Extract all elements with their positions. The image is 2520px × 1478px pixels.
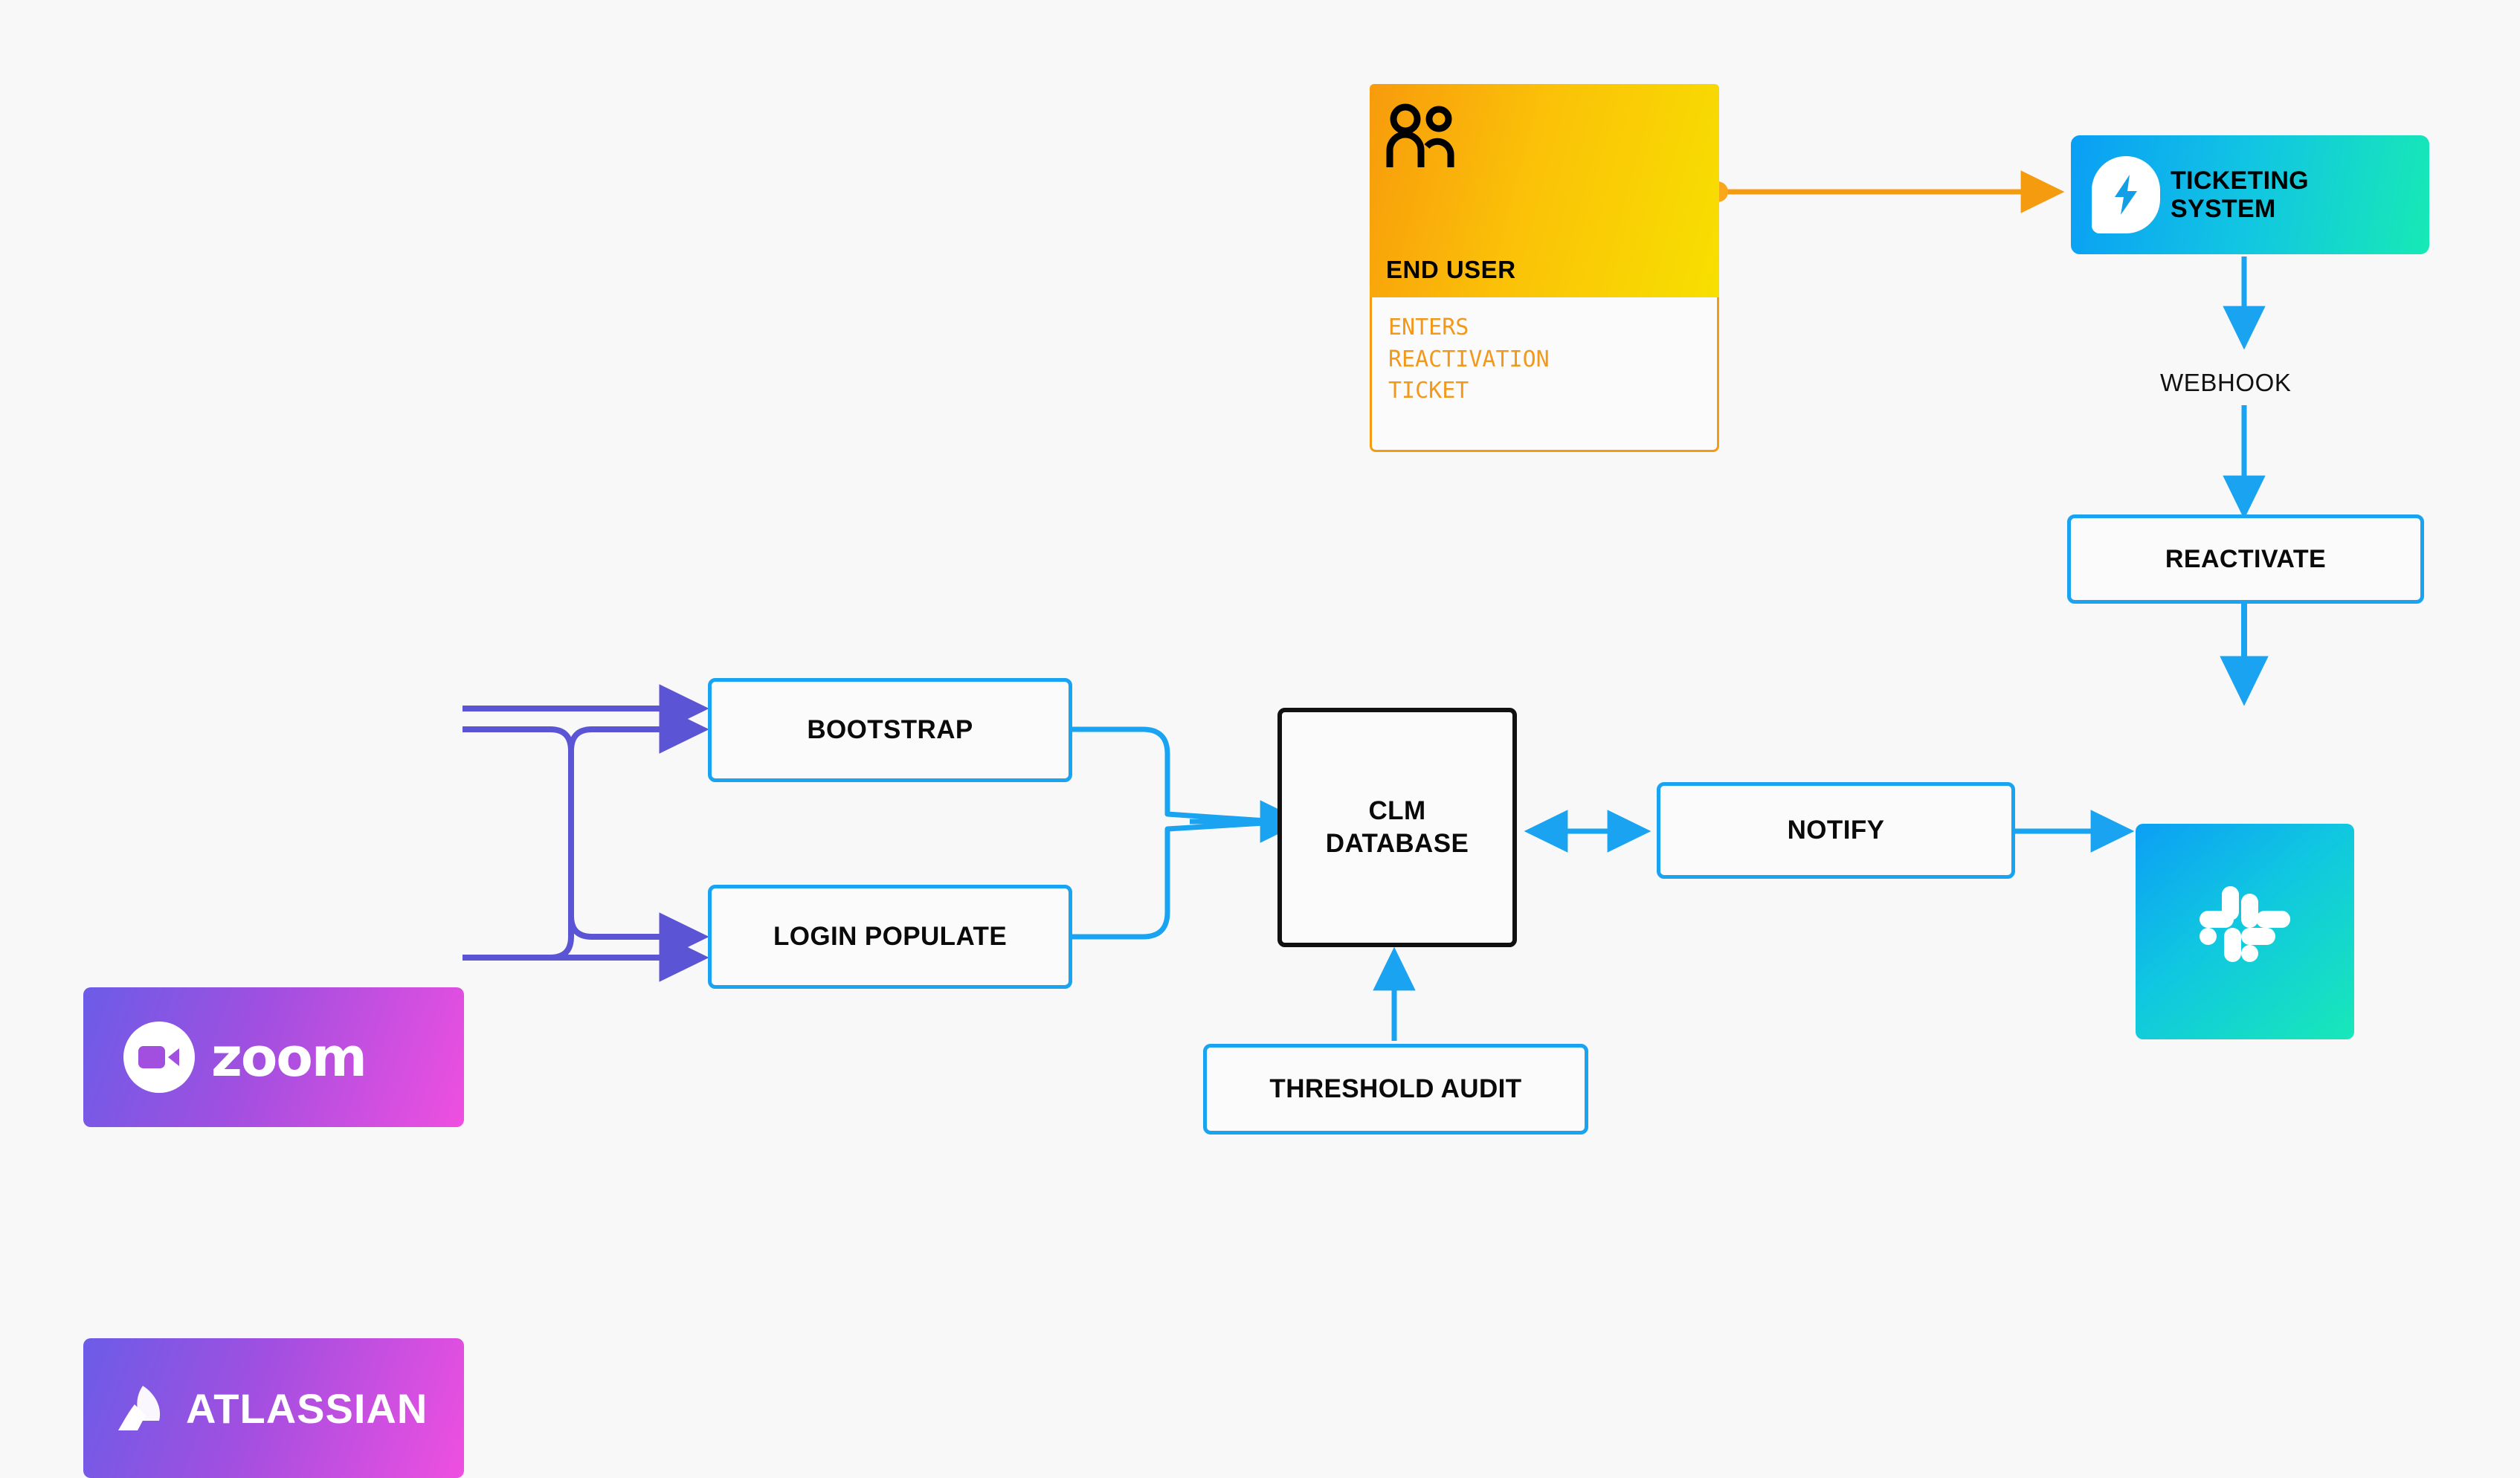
atlassian-icon	[118, 1386, 161, 1430]
ticketing-system-label-line1: TICKETING	[2171, 166, 2309, 195]
webhook-label: WEBHOOK	[2160, 369, 2292, 396]
diagram-canvas: END USER ENTERS REACTIVATION TICKET TICK…	[83, 84, 2429, 1478]
clm-database-box[interactable]: CLM DATABASE	[1277, 708, 1517, 947]
end-user-header: END USER	[1370, 84, 1719, 297]
atlassian-wordmark: ATLASSIAN	[186, 1384, 428, 1432]
lightning-bolt-icon	[2092, 156, 2160, 233]
zoom-camera-icon	[123, 1022, 195, 1093]
zoom-wordmark: zoom	[211, 1026, 367, 1088]
edge-loginpopulate-to-clm	[1071, 800, 1304, 940]
end-user-body: ENTERS REACTIVATION TICKET	[1370, 297, 1719, 452]
end-user-title: END USER	[1386, 256, 1516, 283]
reactivate-box[interactable]: REACTIVATE	[2067, 514, 2424, 604]
zoom-tile[interactable]: zoom	[83, 987, 464, 1127]
clm-database-label-line2: DATABASE	[1325, 829, 1469, 858]
edge-enduser-to-ticketing	[1707, 170, 2065, 213]
ticketing-system-label-line2: SYSTEM	[2171, 195, 2276, 223]
slack-icon	[2200, 886, 2290, 962]
ticketing-system-tile[interactable]: TICKETING SYSTEM	[2071, 135, 2429, 254]
bootstrap-box[interactable]: BOOTSTRAP	[708, 678, 1072, 782]
login-populate-box[interactable]: LOGIN POPULATE	[708, 885, 1072, 989]
notify-box[interactable]: NOTIFY	[1657, 782, 2015, 879]
slack-tile[interactable]	[2136, 824, 2354, 1039]
clm-database-label-line1: CLM	[1368, 796, 1426, 826]
atlassian-tile[interactable]: ATLASSIAN	[83, 1338, 464, 1478]
two-people-icon	[1386, 103, 1454, 167]
end-user-card[interactable]: END USER ENTERS REACTIVATION TICKET	[1370, 84, 1719, 452]
threshold-audit-box[interactable]: THRESHOLD AUDIT	[1203, 1044, 1588, 1135]
edge-atlassian-to-bootstrap	[463, 705, 709, 961]
edge-bootstrap-to-clm	[1071, 726, 1277, 824]
end-user-body-text: ENTERS REACTIVATION TICKET	[1388, 314, 1550, 404]
ticketing-system-label: TICKETING SYSTEM	[2171, 167, 2309, 223]
edge-zoom-to-loginpopulate	[463, 726, 709, 961]
